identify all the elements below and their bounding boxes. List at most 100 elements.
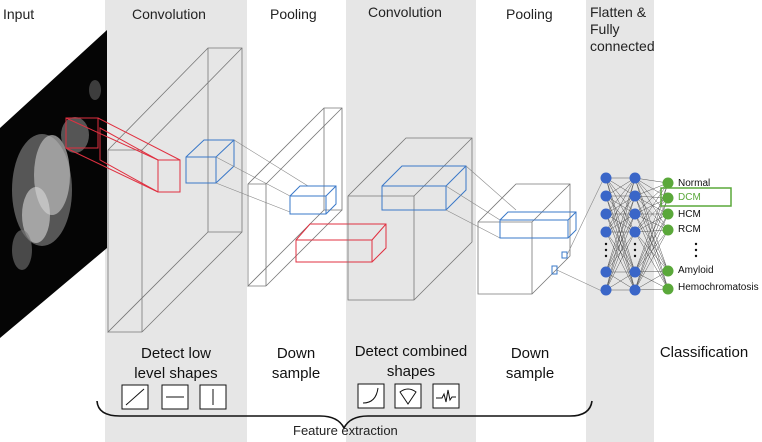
- conv1-kernel: [65, 117, 181, 193]
- fc-output-node: [662, 283, 674, 295]
- fc-connection: [634, 182, 669, 291]
- feature-extraction-brace: [96, 400, 593, 430]
- fc-output-node: [662, 265, 674, 277]
- fc-hidden-node-2: [629, 190, 641, 202]
- pool1-window: [289, 185, 337, 215]
- fc-connection: [634, 213, 669, 291]
- fc-connection: [634, 177, 669, 215]
- fc-connection: [605, 177, 636, 197]
- dcm-highlight-box: [660, 187, 732, 207]
- fc-connection: [634, 197, 669, 273]
- conv1-feature-volume: [107, 47, 243, 333]
- conv1-description: Detect low level shapes: [110, 344, 242, 384]
- fc-connection: [634, 177, 669, 184]
- fc-connection: [634, 195, 669, 231]
- fc-connection: [605, 213, 636, 291]
- stage-title-fc-2: Fully: [590, 21, 620, 37]
- fc-hidden-node-2: [629, 172, 641, 184]
- conv2-description: Detect combined shapes: [346, 342, 476, 382]
- stage-title-pool1: Pooling: [270, 6, 317, 22]
- conv1-description-line2: level shapes: [134, 365, 218, 382]
- conv1-description-line1: Detect low: [140, 345, 212, 362]
- fc-description: Classification: [659, 344, 749, 361]
- fc-connection: [605, 231, 636, 291]
- class-label-normal: Normal: [678, 178, 711, 189]
- pool2-to-fc-lines: [556, 177, 605, 293]
- pool1-description-line1: Down: [276, 345, 316, 362]
- fc-connection: [634, 213, 669, 231]
- fc-connection: [605, 195, 636, 233]
- input-mri-image: [0, 30, 107, 338]
- fc-connection: [634, 177, 669, 199]
- fc-connection: [634, 177, 669, 272]
- fc-connection: [634, 229, 669, 233]
- feature-extraction-label: Feature extraction: [293, 423, 398, 438]
- fc-connection: [634, 177, 669, 231]
- conv2-band: [346, 0, 476, 442]
- fc-connection: [634, 213, 669, 233]
- pool2-description: Down sample: [490, 344, 570, 384]
- stage-title-fc-3: connected: [590, 38, 655, 54]
- fc-output-node: [662, 192, 674, 204]
- stage-title-pool2: Pooling: [506, 6, 553, 22]
- waveform-shape-icon: [432, 383, 460, 409]
- fc-connection: [634, 213, 669, 273]
- diagonal-edge-icon: [121, 384, 149, 410]
- conv2-output-box: [381, 165, 467, 211]
- fc-ellipsis-dot: [633, 254, 637, 258]
- pool1-feature-volume: [247, 107, 343, 287]
- fc-connection: [605, 177, 636, 233]
- fc-output-node: [662, 224, 674, 236]
- conv1-band: [105, 0, 247, 442]
- fc-hidden-node-2: [629, 266, 641, 278]
- stage-title-conv2: Convolution: [368, 4, 442, 20]
- fc-connection: [634, 197, 669, 233]
- class-label-amyloid: Amyloid: [678, 265, 714, 276]
- class-label-dcm: DCM: [678, 192, 701, 203]
- fc-connection: [634, 229, 669, 291]
- fc-connection: [634, 182, 669, 233]
- class-label-rcm: RCM: [678, 224, 701, 235]
- fc-output-node: [662, 177, 674, 189]
- pool2-feature-volume: [477, 183, 571, 295]
- fc-hidden-node-1: [600, 190, 612, 202]
- conv2-description-line1: Detect combined: [354, 343, 468, 360]
- fc-hidden-node-2: [629, 226, 641, 238]
- fc-connection: [634, 195, 669, 215]
- fc-connection: [605, 213, 636, 233]
- pool2-window: [499, 211, 577, 239]
- conv2-kernel: [295, 223, 387, 263]
- output-ellipsis: [694, 242, 698, 258]
- conv2-feature-volume: [347, 137, 473, 301]
- stage-title-conv1: Convolution: [132, 6, 206, 22]
- conv2-to-pool2-lines: [445, 165, 517, 239]
- fc-nodes: [600, 172, 674, 296]
- fc-connection: [634, 182, 669, 197]
- fc-output-node: [662, 208, 674, 220]
- fc-connection: [634, 229, 669, 273]
- conv1-to-pool1-lines: [215, 139, 309, 213]
- pool2-description-line1: Down: [510, 345, 550, 362]
- fc-connection: [634, 197, 669, 291]
- fc-ellipsis-dot: [633, 248, 637, 252]
- fc-hidden-node-1: [600, 284, 612, 296]
- fc-connection: [634, 288, 669, 291]
- fc-connection: [634, 270, 669, 291]
- vertical-edge-icon: [199, 384, 227, 410]
- fc-connection: [605, 271, 636, 291]
- fc-hidden-node-1: [600, 226, 612, 238]
- fc-ellipsis-dot: [604, 248, 608, 252]
- fc-connection: [634, 182, 669, 273]
- curve-shape-icon: [357, 383, 385, 409]
- fc-hidden-node-2: [629, 284, 641, 296]
- fc-hidden-node-1: [600, 266, 612, 278]
- pool1-description: Down sample: [256, 344, 336, 384]
- horizontal-edge-icon: [161, 384, 189, 410]
- conv1-output-cube: [185, 139, 235, 184]
- conv2-description-line2: shapes: [386, 363, 436, 380]
- stage-title-input: Input: [3, 6, 35, 22]
- pool1-description-line2: sample: [271, 365, 321, 382]
- class-label-hcm: HCM: [678, 209, 701, 220]
- fc-ellipsis-dot: [604, 254, 608, 258]
